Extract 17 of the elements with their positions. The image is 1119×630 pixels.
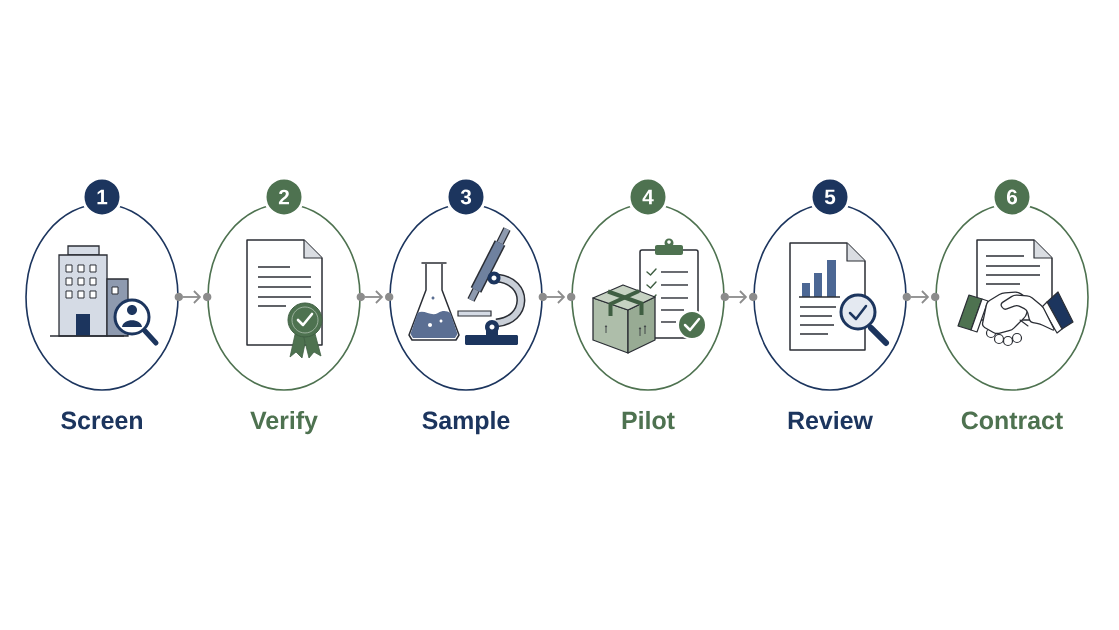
number-badge: 1 (81, 176, 123, 218)
number-badge: 3 (445, 176, 487, 218)
number-badge: 5 (809, 176, 851, 218)
number-badge: 4 (627, 176, 669, 218)
arrow (910, 290, 930, 304)
step-label: Sample (422, 410, 510, 435)
arrow (728, 290, 748, 304)
arrow (546, 290, 566, 304)
number-badge: 2 (263, 176, 305, 218)
step-label: Pilot (622, 410, 675, 430)
step-label: Screen (61, 411, 142, 430)
arrow (182, 290, 202, 304)
step-label: Verify (250, 410, 318, 435)
step-label: Review (788, 410, 873, 430)
arrow (364, 290, 384, 304)
number-badge: 6 (991, 176, 1033, 218)
step-label: Contract (961, 411, 1063, 430)
